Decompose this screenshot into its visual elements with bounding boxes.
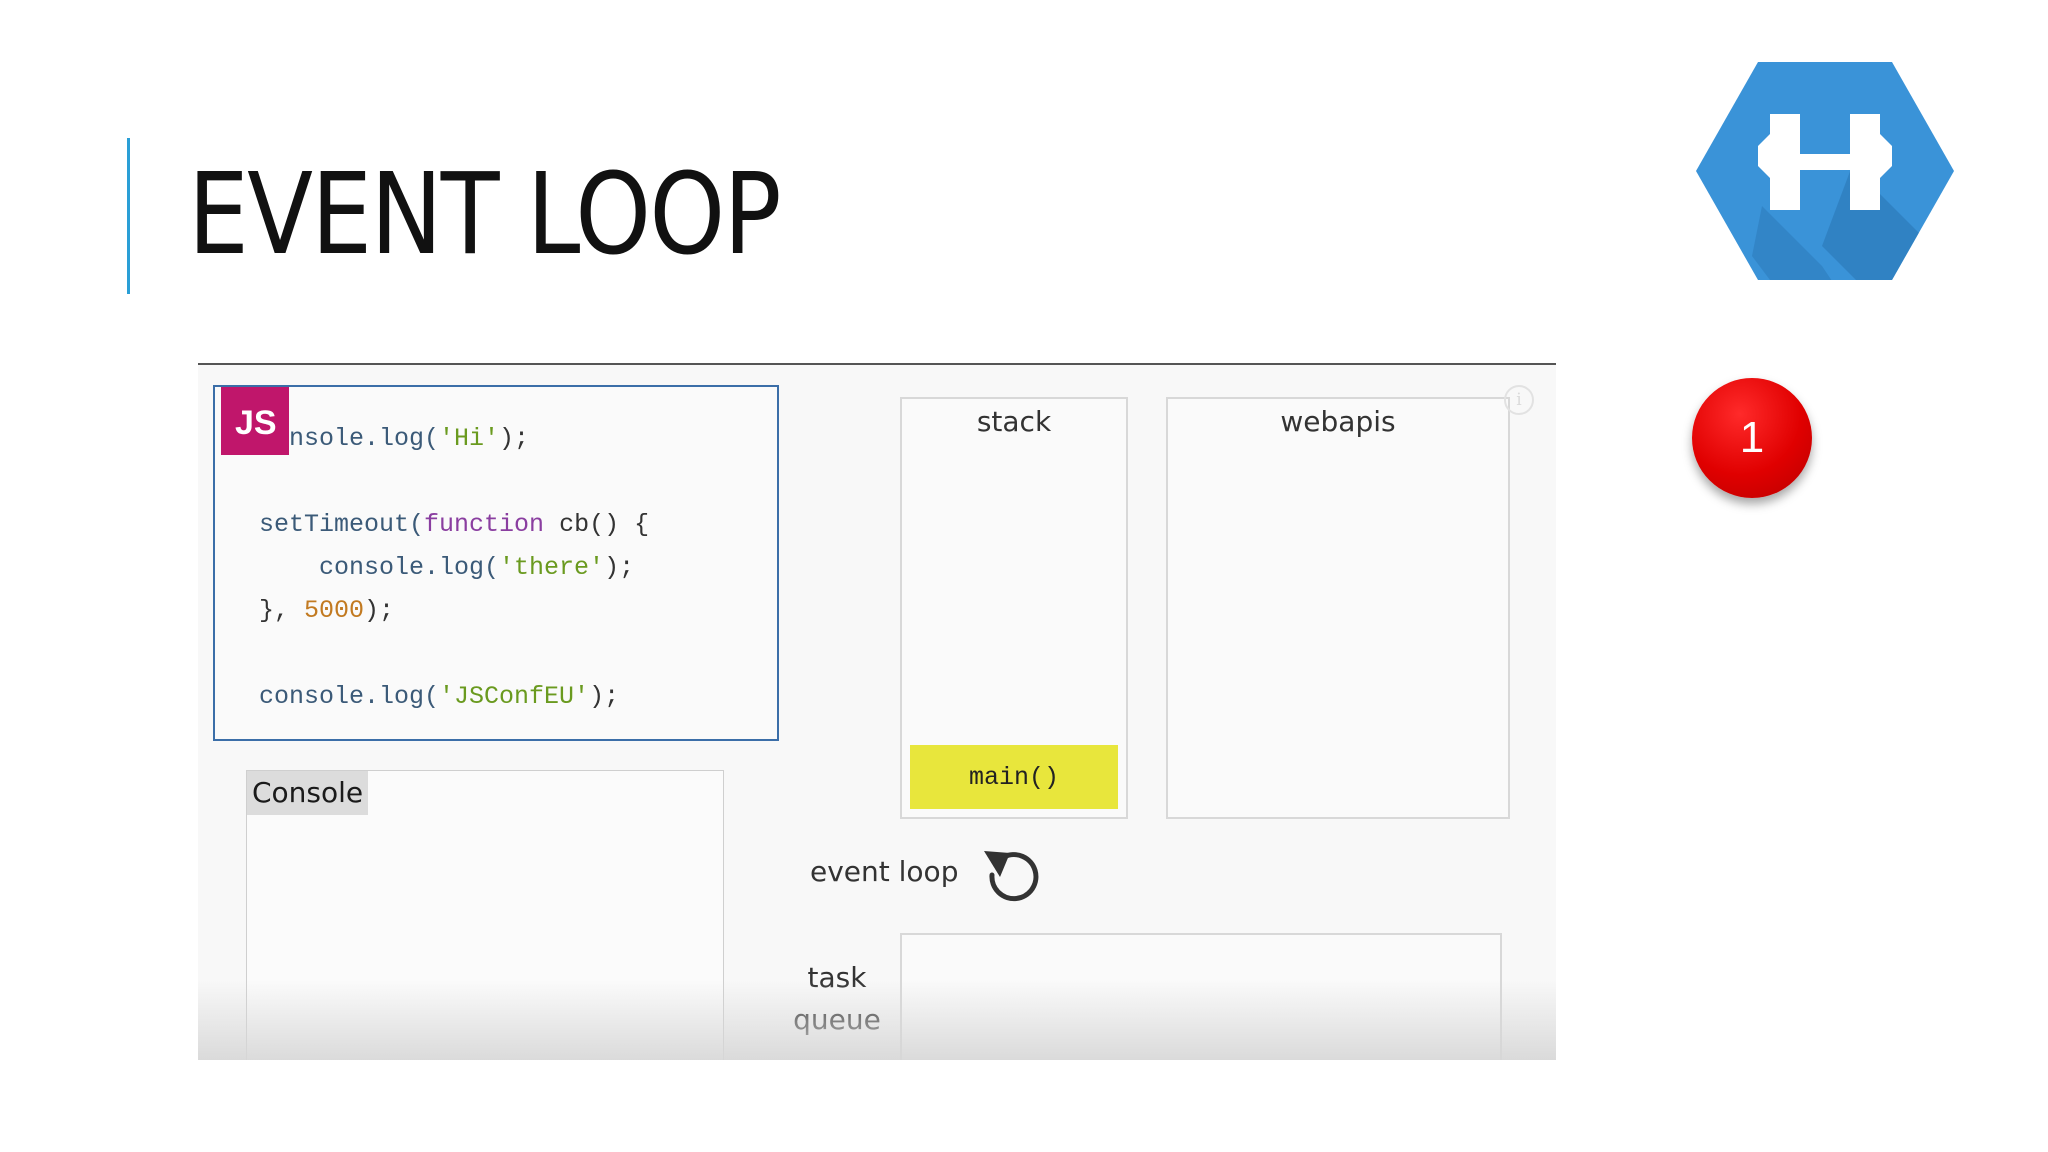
js-logo-icon: JS <box>221 387 289 455</box>
call-stack-panel: stack main() <box>900 397 1128 819</box>
event-loop-demo-frame: JS console.log('Hi'); setTimeout(functio… <box>198 363 1556 1060</box>
task-queue-panel <box>900 933 1502 1060</box>
event-loop-arrow-icon <box>980 845 1044 909</box>
console-panel: Console <box>246 770 724 1060</box>
code-line-7: console.log('JSConfEU'); <box>259 682 620 711</box>
event-loop-label: event loop <box>810 855 959 888</box>
slide-number-badge: 1 <box>1692 378 1812 498</box>
webapis-panel: webapis <box>1166 397 1510 819</box>
code-listing: console.log('Hi'); setTimeout(function c… <box>259 417 649 718</box>
console-label: Console <box>247 771 369 815</box>
task-queue-label: task queue <box>793 961 881 1036</box>
stack-label: stack <box>976 405 1052 438</box>
hexagon-h-logo-icon <box>1692 56 1958 286</box>
code-line-3: setTimeout(function cb() { <box>259 510 650 539</box>
slide-title: EVENT LOOP <box>188 150 782 280</box>
stack-frame-main: main() <box>910 745 1118 809</box>
code-line-5: }, 5000); <box>259 596 395 625</box>
webapis-label: webapis <box>1280 405 1396 438</box>
info-icon[interactable]: i <box>1504 385 1534 415</box>
title-accent-bar <box>127 138 130 294</box>
code-line-4: console.log('there'); <box>259 553 635 582</box>
code-line-1: console.log('Hi'); <box>259 424 530 453</box>
code-editor-panel: JS console.log('Hi'); setTimeout(functio… <box>213 385 779 741</box>
